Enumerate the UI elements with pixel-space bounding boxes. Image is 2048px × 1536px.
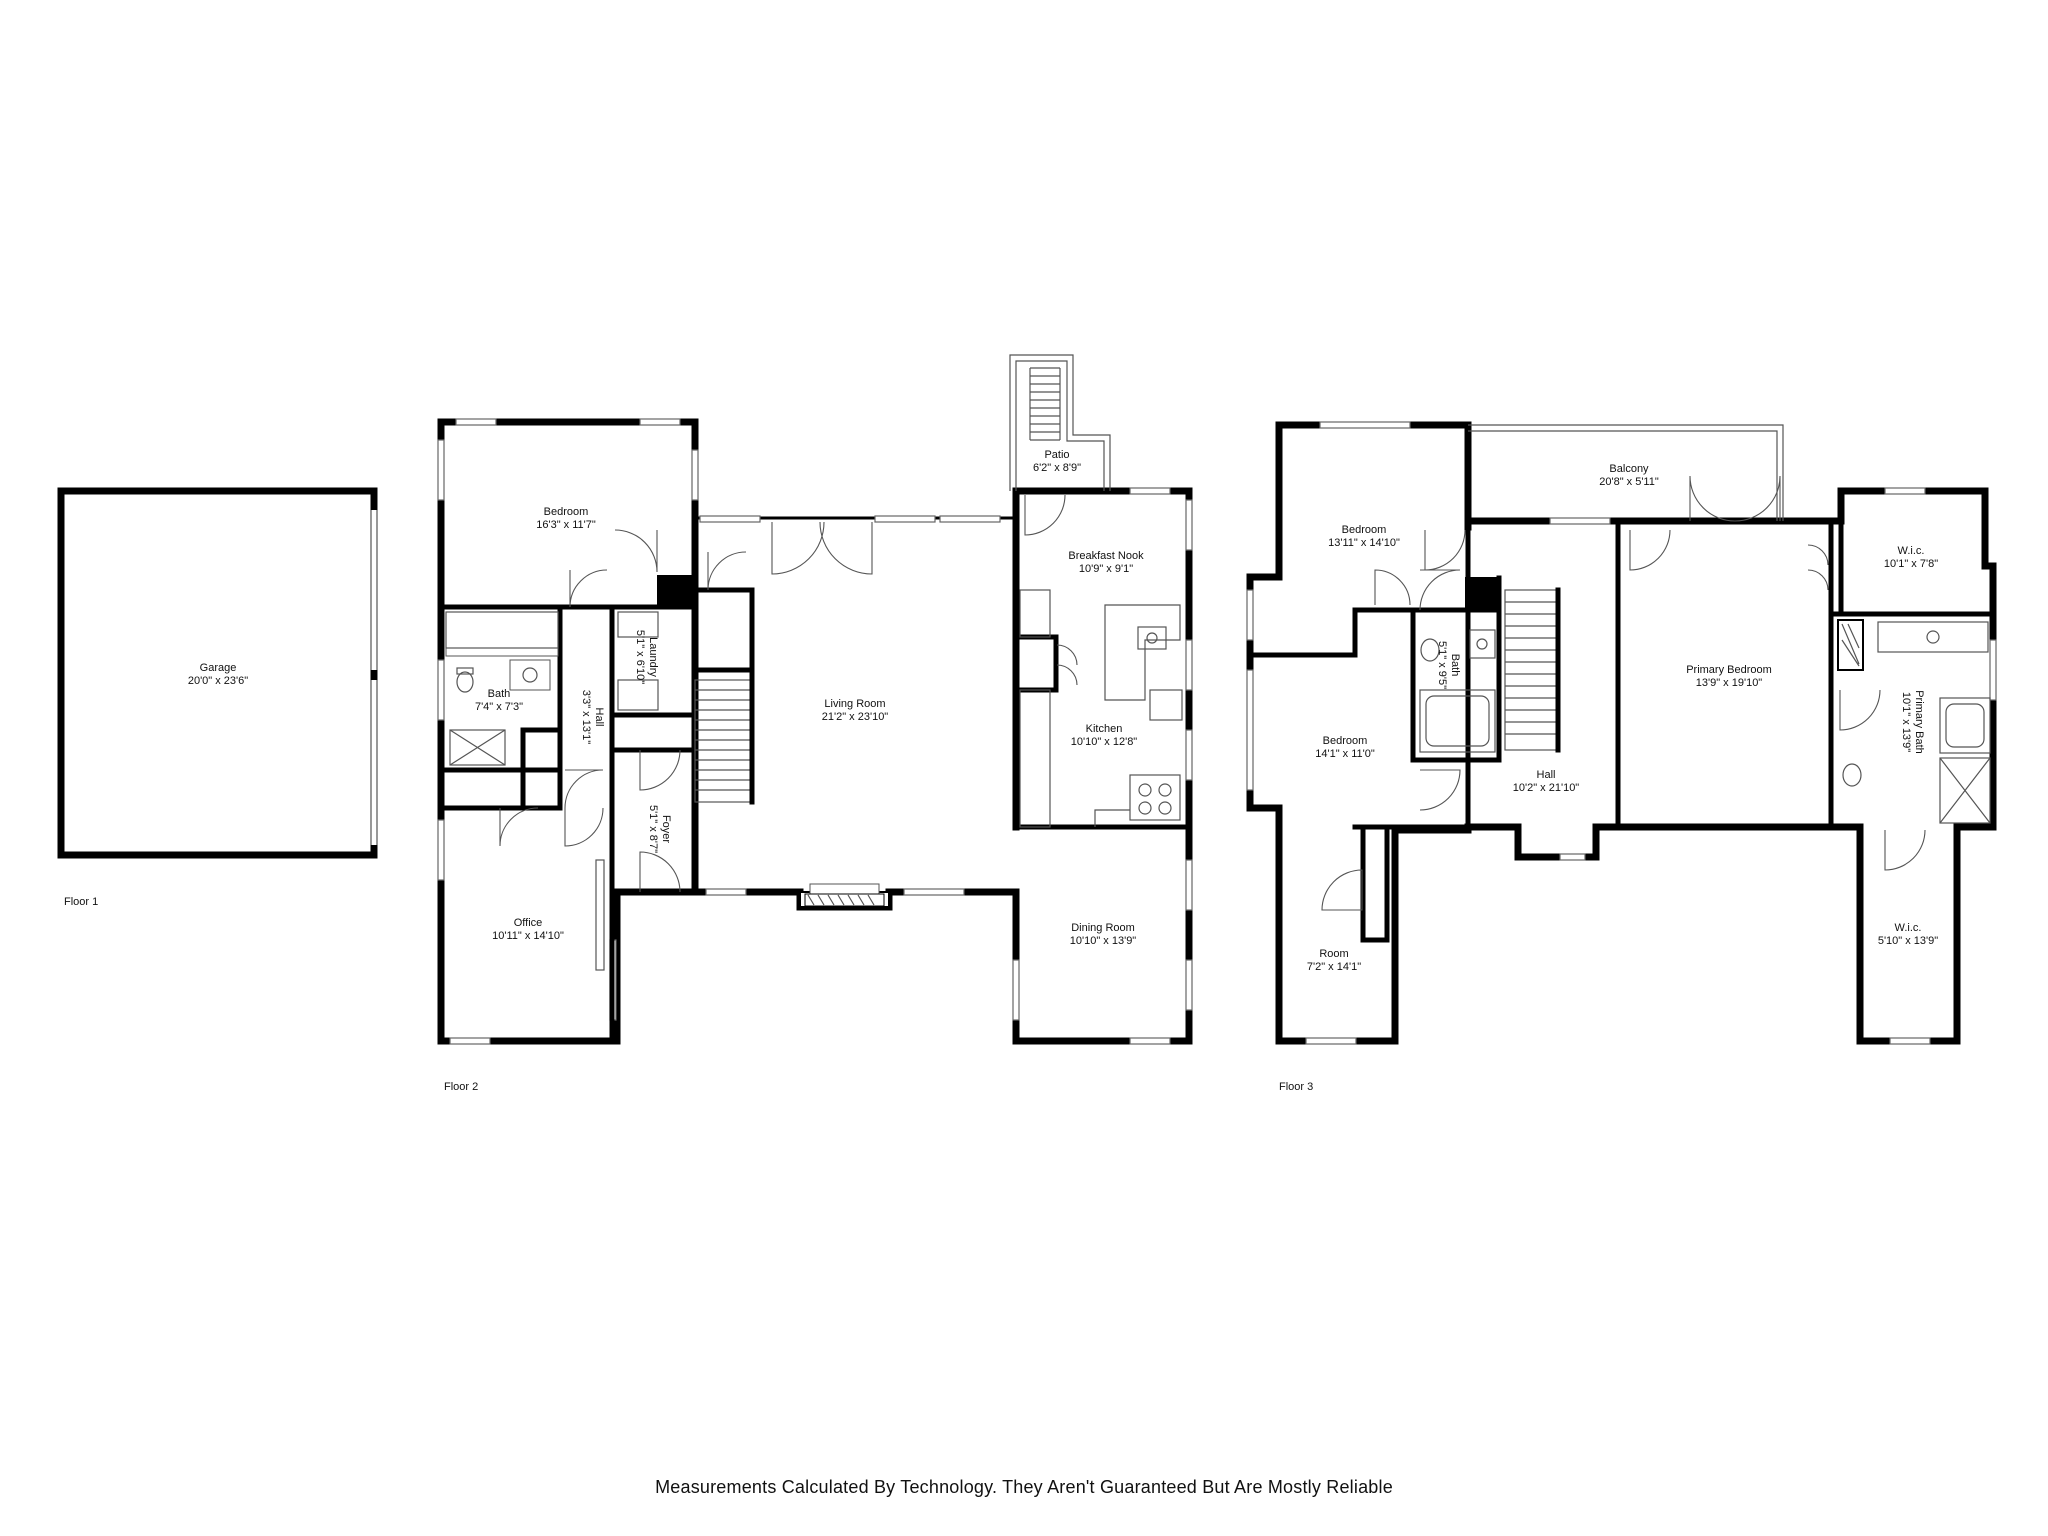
wic-top-name: W.i.c.: [1898, 545, 1925, 557]
bedroom-f3-b-dimensions: 14'1" x 11'0": [1315, 748, 1375, 760]
garage-dimensions: 20'0" x 23'6": [188, 675, 248, 687]
floor-2-label: Floor 2: [444, 1081, 478, 1093]
laundry-dimensions: 5'1" x 6'10": [634, 630, 646, 684]
primary-bath-dimensions: 10'1" x 13'9": [1900, 692, 1912, 752]
laundry-name: Laundry: [647, 637, 659, 677]
bath-f2-name: Bath: [488, 688, 511, 700]
room-f3-dimensions: 7'2" x 14'1": [1307, 961, 1361, 973]
foyer-name: Foyer: [660, 815, 672, 843]
office-dimensions: 10'11" x 14'10": [492, 930, 564, 942]
bedroom-f2-name: Bedroom: [544, 506, 589, 518]
hall-f3-dimensions: 10'2" x 21'10": [1513, 782, 1580, 794]
primary-bedroom-dimensions: 13'9" x 19'10": [1696, 677, 1763, 689]
kitchen-name: Kitchen: [1086, 723, 1123, 735]
garage-name: Garage: [200, 662, 237, 674]
dining-room-dimensions: 10'10" x 13'9": [1070, 935, 1137, 947]
bedroom-f3-b-name: Bedroom: [1323, 735, 1368, 747]
floor-1-label: Floor 1: [64, 896, 98, 908]
floor-3-label: Floor 3: [1279, 1081, 1313, 1093]
garage-walls: [57, 487, 378, 859]
floor-3-outer-walls: [1246, 421, 1997, 1045]
breakfast-nook-dimensions: 10'9" x 9'1": [1079, 563, 1133, 575]
bedroom-f3-a-name: Bedroom: [1342, 524, 1387, 536]
primary-bath-name: Primary Bath: [1913, 690, 1925, 754]
kitchen-dimensions: 10'10" x 12'8": [1071, 736, 1138, 748]
balcony-dimensions: 20'8" x 5'11": [1599, 476, 1659, 488]
wic-top-dimensions: 10'1" x 7'8": [1884, 558, 1938, 570]
room-f3-name: Room: [1319, 948, 1348, 960]
hall-f2-dimensions: 3'3" x 13'1": [580, 690, 592, 744]
bedroom-f2-dimensions: 16'3" x 11'7": [536, 519, 596, 531]
measurement-disclaimer: Measurements Calculated By Technology. T…: [655, 1477, 1393, 1497]
hall-f3-name: Hall: [1537, 769, 1556, 781]
floor-2-plan: Bedroom 16'3" x 11'7" Laundry 5'1" x 6'1…: [437, 354, 1193, 1093]
hall-f2-name: Hall: [593, 708, 605, 727]
patio-dimensions: 6'2" x 8'9": [1033, 462, 1081, 474]
foyer-dimensions: 5'1" x 8'7": [647, 805, 659, 853]
floor-1-plan: Garage 20'0" x 23'6" Floor 1: [57, 487, 378, 908]
bath-f2-dimensions: 7'4" x 7'3": [475, 701, 523, 713]
breakfast-nook-name: Breakfast Nook: [1068, 550, 1144, 562]
bedroom-f3-a-dimensions: 13'11" x 14'10": [1328, 537, 1400, 549]
dining-room-name: Dining Room: [1071, 922, 1135, 934]
floor-3-plan: Bedroom 13'11" x 14'10" Balcony 20'8" x …: [1246, 421, 1997, 1093]
office-name: Office: [514, 917, 543, 929]
wic-bottom-dimensions: 5'10" x 13'9": [1878, 935, 1938, 947]
primary-bedroom-name: Primary Bedroom: [1686, 664, 1772, 676]
bath-f3-dimensions: 5'1" x 9'5": [1436, 641, 1448, 689]
living-room-dimensions: 21'2" x 23'10": [822, 711, 889, 723]
living-room-name: Living Room: [824, 698, 885, 710]
wic-bottom-name: W.i.c.: [1895, 922, 1922, 934]
bath-f3-name: Bath: [1449, 654, 1461, 677]
patio-name: Patio: [1044, 449, 1069, 461]
balcony-name: Balcony: [1609, 463, 1649, 475]
